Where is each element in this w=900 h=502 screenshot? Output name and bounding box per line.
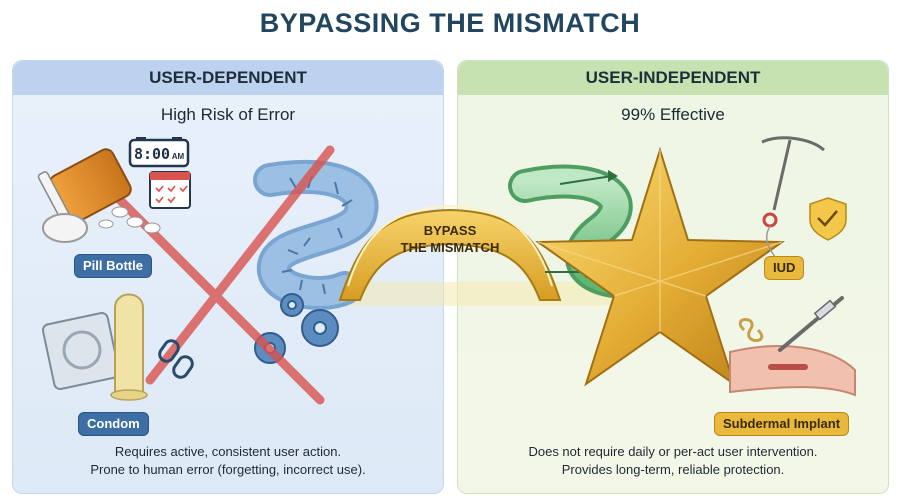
user-dependent-footer-line-2: Prone to human error (forgetting, incorr… xyxy=(90,462,366,477)
pill-bottle-label: Pill Bottle xyxy=(74,254,152,278)
iud-label: IUD xyxy=(764,256,805,280)
user-dependent-footer-line-1: Requires active, consistent user action. xyxy=(114,444,342,459)
user-independent-footer: Does not require daily or per-act user i… xyxy=(458,443,888,479)
user-independent-heading: USER-INDEPENDENT xyxy=(458,61,888,95)
condom-label: Condom xyxy=(78,412,149,436)
gold-star-icon xyxy=(534,146,786,387)
effective-subheading: 99% Effective xyxy=(621,105,725,124)
clock-suffix: AM xyxy=(172,152,185,161)
calendar-icon xyxy=(149,171,191,209)
condom-icon xyxy=(41,293,148,401)
bridge-label-line-2: THE MISMATCH xyxy=(400,240,500,255)
user-independent-footer-line-1: Does not require daily or per-act user i… xyxy=(528,444,818,459)
implant-icon xyxy=(729,296,856,397)
clock-time: 8:00 xyxy=(134,145,170,163)
bridge-label: BYPASS THE MISMATCH xyxy=(370,222,530,256)
pill-bottle-icon xyxy=(37,148,161,243)
page-title: BYPASSING THE MISMATCH xyxy=(259,8,641,38)
user-dependent-footer: Requires active, consistent user action.… xyxy=(13,443,443,479)
bridge-icon xyxy=(338,204,562,301)
bridge-label-line-1: BYPASS xyxy=(423,223,477,238)
iud-icon xyxy=(761,136,825,259)
broken-chain-icon xyxy=(158,339,194,379)
shield-check-icon xyxy=(809,197,847,241)
alarm-clock-icon: 8:00 AM xyxy=(128,137,190,168)
high-risk-subheading: High Risk of Error xyxy=(160,105,296,124)
user-independent-footer-line-2: Provides long-term, reliable protection. xyxy=(561,462,785,477)
subdermal-implant-label: Subdermal Implant xyxy=(714,412,850,436)
user-dependent-heading: USER-DEPENDENT xyxy=(13,61,443,95)
road-arrow-upper xyxy=(608,170,618,182)
